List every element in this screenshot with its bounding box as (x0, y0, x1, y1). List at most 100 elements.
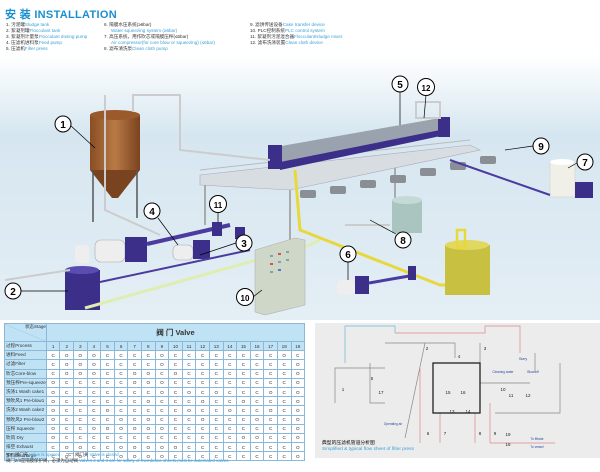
valve-state-cell: O (290, 442, 306, 453)
callout-2: 2 (4, 282, 68, 300)
valve-num: 8 (479, 431, 482, 436)
valve-state-cell: O (73, 359, 88, 370)
valve-state-cell: O (154, 423, 170, 434)
label-slurry: Slurry (519, 357, 528, 361)
valve-state-cell: O (263, 405, 278, 416)
valve-num: 13 (449, 409, 455, 414)
valve-state-cell: C (100, 359, 115, 370)
svg-text:5: 5 (397, 80, 403, 91)
valve-state-cell: O (45, 432, 61, 444)
valve-num: 16 (460, 390, 466, 395)
valve-state-cell: O (249, 414, 265, 425)
valve-state-cell: C (181, 396, 197, 407)
legend-item-en: Water squeezing system (≥6bar) (111, 28, 178, 33)
valve-number-header: 13 (208, 340, 224, 352)
valve-state-cell: O (290, 368, 306, 379)
valve-state-cell: C (222, 442, 238, 453)
process-label: 进料Feed (4, 350, 47, 361)
valve-state-cell: C (222, 377, 238, 388)
valve-state-cell: C (249, 405, 265, 416)
valve-state-cell: C (208, 405, 224, 416)
legend-item: 1. 污泥罐Sludge tank (6, 22, 50, 27)
valve-state-cell: O (154, 386, 170, 398)
page-title: 安 装 INSTALLATION (5, 6, 117, 22)
valve-state-cell: C (249, 396, 265, 407)
legend-item: 8. 滤布清洗泵Clean cloth pump (104, 46, 168, 51)
valve-state-cell: C (168, 386, 183, 398)
valve-state-cell: O (140, 368, 156, 379)
process-label: 吹芯Core-blow (4, 368, 47, 379)
valve-state-cell: C (127, 386, 142, 398)
valve-state-cell: C (86, 377, 102, 388)
legend-column-1: 1. 污泥罐Sludge tank 2. 絮凝剂罐Flocculant tank… (6, 22, 87, 52)
flow-sheet-diagram: 1 2 3 4 5 6 7 8 9 10 11 12 13 14 15 16 1… (315, 323, 600, 458)
valve-state-cell: C (208, 368, 224, 379)
svg-text:3: 3 (241, 239, 247, 250)
process-label: 洗涤1 Wash cake1 (4, 386, 47, 398)
valve-state-cell: C (222, 368, 238, 379)
valve-state-cell: O (86, 368, 102, 379)
valve-num: 3 (484, 346, 487, 351)
valve-state-cell: O (290, 359, 306, 370)
callout-4: 4 (143, 202, 179, 246)
valve-state-cell: O (59, 359, 75, 370)
valve-num: 15 (445, 390, 451, 395)
callouts: 1 2 3 4 5 6 7 8 9 10 11 12 (4, 75, 594, 306)
valve-number-header: 19 (290, 340, 306, 352)
valve-state-cell: C (59, 432, 75, 444)
valve-state-cell: C (168, 405, 183, 416)
valve-state-cell: C (73, 405, 88, 416)
valve-state-cell: C (181, 423, 197, 434)
valve-state-cell: C (249, 451, 265, 462)
valve-state-cell: O (290, 396, 306, 407)
valve-number-header: 9 (154, 340, 170, 352)
valve-number-header: 11 (181, 340, 197, 352)
valve-state-cell: C (276, 442, 292, 453)
valve-state-cell: O (276, 350, 292, 361)
legend-item: 6. 隔膜水压系统(≥6bar) (104, 22, 152, 27)
valve-state-cell: C (140, 350, 156, 361)
valve-state-cell: C (154, 432, 170, 444)
valve-state-cell: C (208, 359, 224, 370)
valve-state-cell: C (236, 368, 251, 379)
valve-state-cell: C (181, 368, 197, 379)
valve-state-cell: C (236, 414, 251, 425)
callout-1: 1 (54, 115, 96, 149)
valve-state-cell: C (113, 405, 129, 416)
svg-text:12: 12 (422, 84, 431, 93)
valve-state-cell: C (222, 359, 238, 370)
svg-text:1: 1 (60, 120, 66, 131)
valve-state-cell: C (140, 359, 156, 370)
valve-state-cell: O (154, 377, 170, 388)
valve-state-cell: C (181, 432, 197, 444)
valve-state-cell: C (276, 432, 292, 444)
svg-text:9: 9 (538, 142, 544, 153)
valve-state-cell: O (222, 405, 238, 416)
callout-9: 9 (504, 137, 550, 155)
valve-state-cell: C (276, 423, 292, 434)
valve-state-cell: C (100, 442, 115, 453)
water-squeezing-pump (337, 266, 416, 295)
valve-state-cell: O (195, 414, 210, 425)
valve-state-cell: O (236, 432, 251, 444)
valve-state-cell: O (45, 405, 61, 416)
valve-state-cell: C (236, 386, 251, 398)
title-cn: 安 装 (5, 9, 31, 21)
callout-5: 5 (391, 75, 409, 125)
valve-state-cell: O (86, 350, 102, 361)
valve-state-cell: C (195, 359, 210, 370)
valve-state-cell: O (290, 423, 306, 434)
air-compressor (449, 159, 593, 198)
svg-text:11: 11 (214, 201, 223, 210)
valve-state-cell: C (276, 405, 292, 416)
valve-state-cell: C (59, 386, 75, 398)
legend-item-en: Air compressor(for core blow or squeezin… (111, 40, 215, 45)
valve-state-cell: C (100, 350, 115, 361)
process-label: 压榨 Squeeze (4, 423, 47, 434)
callout-3: 3 (199, 234, 253, 256)
valve-state-cell: O (140, 442, 156, 453)
valve-state-cell: C (113, 386, 129, 398)
